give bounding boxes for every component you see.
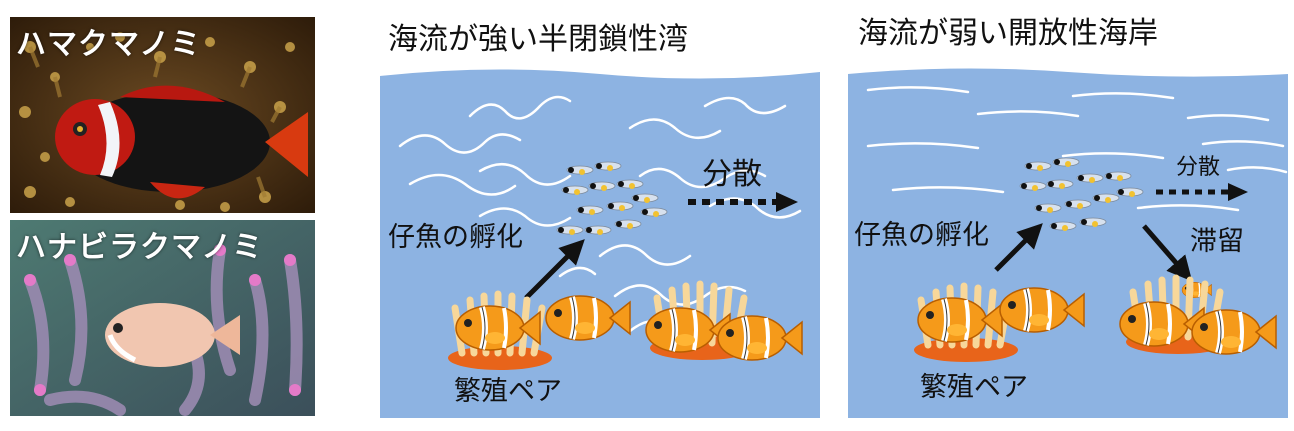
left-hatch-arrow: [524, 239, 585, 300]
photo-label-hanabirakumanomi: ハナビラクマノミ: [16, 230, 264, 265]
right-panel-scene: 分散 滞留 仔魚の孵化 繁殖ペア: [848, 68, 1288, 418]
left-hatch-label: 仔魚の孵化: [388, 222, 523, 253]
right-pair-label: 繁殖ペア: [920, 372, 1028, 403]
photo-hamakumanomi: ハマクマノミ: [10, 17, 315, 213]
right-retain-arrow: [1142, 224, 1193, 282]
left-panel-title: 海流が強い半閉鎖性湾: [388, 22, 688, 57]
right-hatch-arrow: [994, 223, 1043, 272]
photo-hanabirakumanomi-image: [10, 220, 315, 416]
photo-hanabirakumanomi: ハナビラクマノミ: [10, 220, 315, 416]
photo-label-hamakumanomi: ハマクマノミ: [16, 27, 202, 62]
right-disperse-label: 分散: [1176, 155, 1220, 180]
photo-hamakumanomi-image: [10, 17, 315, 213]
left-disperse-label: 分散: [702, 157, 762, 192]
left-pair-label: 繁殖ペア: [454, 376, 562, 407]
right-weak-currents: [866, 86, 1288, 212]
right-retain-label: 滞留: [1190, 226, 1244, 257]
left-panel-scene: 分散 仔魚の孵化 繁殖ペア: [380, 69, 820, 418]
right-hatch-label: 仔魚の孵化: [854, 220, 989, 251]
right-panel-title: 海流が弱い開放性海岸: [858, 16, 1158, 51]
